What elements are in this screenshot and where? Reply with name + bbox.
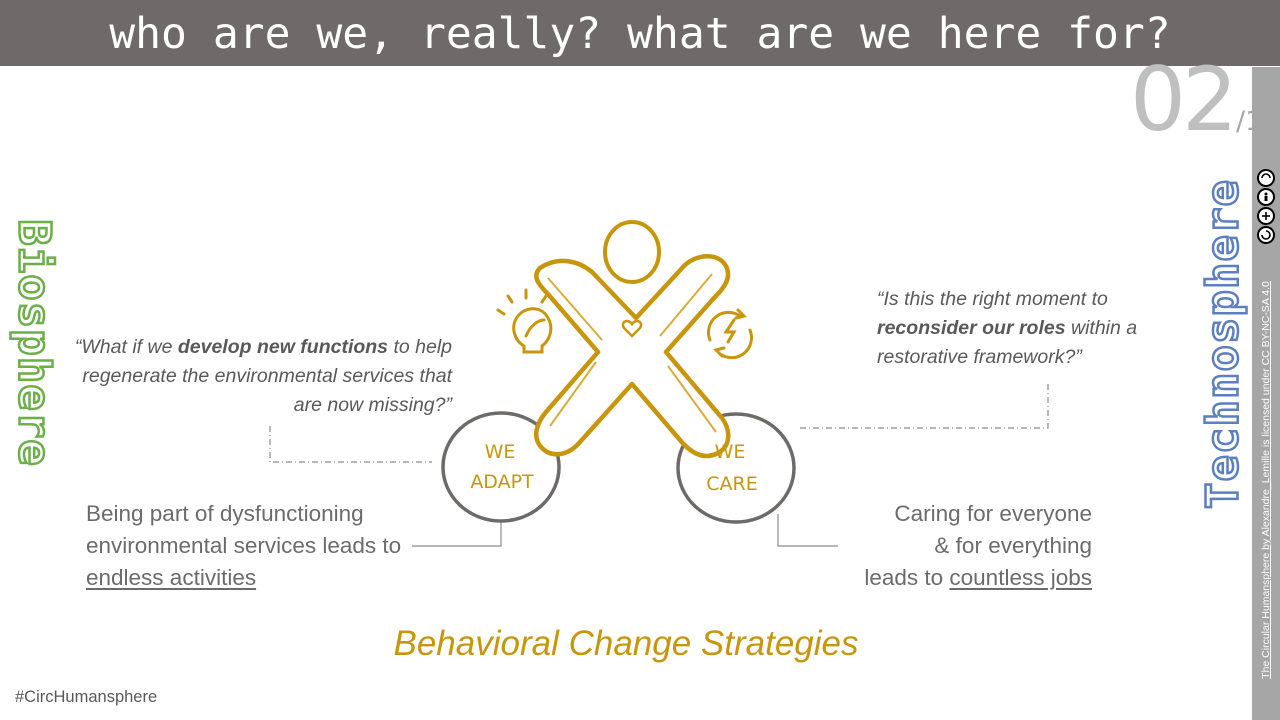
page-title: who are we, really? what are we here for…	[109, 9, 1171, 59]
connector-right-solid	[777, 514, 838, 547]
quote-right-post: within a restorative framework?”	[877, 317, 1138, 368]
quote-left-pre: “What if we	[74, 336, 178, 358]
ring-we-adapt	[441, 411, 561, 523]
statement-left-link: endless activities	[86, 565, 257, 590]
connector-left-solid	[412, 516, 502, 547]
statement-left: Being part of dysfunctioning environment…	[86, 498, 416, 594]
caption: Behavioral Change Strategies	[393, 624, 859, 663]
quote-left-post: to help regenerate the environmental ser…	[82, 336, 452, 416]
header-bar: who are we, really? what are we here for…	[0, 0, 1280, 66]
quote-right: “Is this the right moment to reconsider …	[877, 285, 1177, 372]
cc-license-icon	[1257, 169, 1275, 244]
connector-right-dashed	[798, 384, 1049, 429]
statement-right-line2: & for everything	[934, 533, 1092, 558]
quote-left: “What if we develop new functions to hel…	[70, 333, 452, 420]
statement-right: Caring for everyone & for everything leads…	[792, 498, 1092, 594]
license-link[interactable]: The Circular Humansphere by Alexandre_Le…	[1260, 260, 1272, 700]
statement-right-line1: Caring for everyone	[894, 501, 1092, 526]
energy-cycle-icon	[706, 308, 754, 360]
ring-left-word2: ADAPT	[470, 471, 534, 493]
ring-right-word2: CARE	[706, 473, 757, 495]
connector-left-dashed	[269, 426, 432, 463]
leaf-bulb-icon	[496, 288, 553, 354]
quote-right-bold: reconsider our roles	[877, 317, 1066, 339]
statement-right-line3: leads to	[864, 565, 950, 590]
hashtag: #CircHumansphere	[15, 688, 158, 706]
person-x-icon	[533, 220, 731, 459]
quote-left-bold: develop new functions	[177, 336, 389, 358]
license-text[interactable]: The Circular Humansphere by Alexandre_Le…	[1260, 281, 1272, 679]
heart-icon	[621, 319, 643, 338]
statement-right-link: countless jobs	[949, 565, 1092, 590]
slide-number: 02	[1130, 48, 1238, 151]
ring-left-word1: WE	[485, 441, 516, 463]
quote-right-pre: “Is this the right moment to	[877, 288, 1108, 310]
ring-right-word1: WE	[715, 441, 746, 463]
statement-left-text: Being part of dysfunctioning environment…	[86, 501, 402, 558]
diagram-art: WE ADAPT WE CARE	[269, 220, 1049, 547]
